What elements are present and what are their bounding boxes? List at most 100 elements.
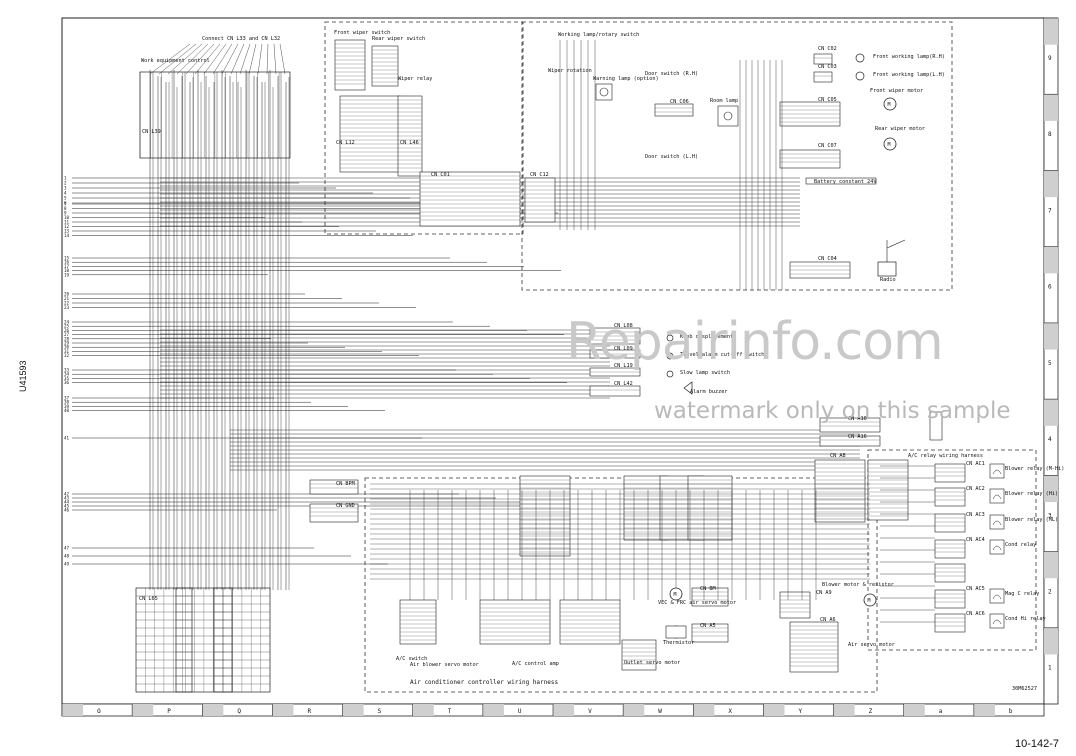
cab-top-dashed-box: [324, 21, 524, 235]
wire-number-label: 40: [64, 408, 70, 413]
bundle-fan-wire: [257, 43, 263, 75]
column-strip-hatch: [763, 704, 785, 716]
label-rear-wiper-motor: Rear wiper motor: [875, 126, 925, 132]
row-number-label: 8: [1048, 131, 1052, 138]
connector-block: [399, 599, 437, 645]
wire-number-label: 43: [64, 496, 70, 501]
row-strip-hatch: [1044, 170, 1058, 198]
connector-block: [934, 613, 966, 633]
wire-number-label: 14: [64, 233, 70, 238]
label-battery-constant: Battery constant 24V: [814, 179, 876, 185]
connector-block: [789, 621, 839, 673]
wire-number-label: 29: [64, 341, 70, 346]
motor-symbol: [883, 137, 897, 151]
connector-block: [309, 479, 359, 495]
bundle-fan-wire: [194, 43, 221, 75]
label-air-servo-motor: Air servo motor: [848, 642, 895, 648]
switch-symbol: [666, 334, 674, 342]
relay-coil: [992, 520, 1002, 526]
column-strip-hatch: [132, 704, 154, 716]
label-cn-a10: CN A10: [848, 416, 867, 422]
label-cn-c01: CN C01: [431, 172, 450, 178]
motor-symbol: [863, 593, 877, 607]
column-strip-hatch: [623, 704, 645, 716]
label-wiper-relay: Wiper relay: [398, 76, 432, 82]
connector-block: [479, 599, 551, 645]
label-front-wiper-motor: Front wiper motor: [870, 88, 923, 94]
wire-number-label: 45: [64, 504, 70, 509]
connector-block: [779, 591, 811, 619]
label-work-equipment-control: Work equipment control: [141, 58, 210, 64]
motor-symbol-letter: M: [888, 102, 891, 108]
wire-number-label: 18: [64, 268, 70, 273]
relay-symbol: [989, 539, 1005, 555]
bundle-fan-wire: [248, 43, 257, 75]
connector-block: [621, 639, 657, 671]
motor-symbol: [669, 587, 683, 601]
label-cn-ac2: CN AC2: [966, 486, 985, 492]
wire-number-label: 10: [64, 215, 70, 220]
label-knob-displacement: Knob displacement: [680, 334, 733, 340]
bundle-fan-wire: [212, 43, 233, 75]
connector-block: [691, 587, 729, 607]
column-strip-hatch: [202, 704, 224, 716]
column-letter-label: P: [167, 708, 171, 715]
row-number-label: 4: [1048, 436, 1052, 443]
row-strip-hatch: [1044, 627, 1058, 655]
label-cn-c06: CN C06: [670, 99, 689, 105]
warning-lamp-bulb: [599, 87, 609, 97]
label-cond-relay: Cond relay: [1005, 542, 1036, 548]
label-blower-motor-resistor: Blower motor & resistor: [822, 582, 894, 588]
row-number-label: 3: [1048, 512, 1052, 519]
motor-symbol-letter: M: [674, 592, 677, 598]
label-wiper-rotation: Wiper rotation: [548, 68, 592, 74]
column-strip-hatch: [973, 704, 995, 716]
label-front-working-l: Front working lamp(L.H): [873, 72, 945, 78]
buzzer-symbol: [683, 381, 693, 395]
label-ac-controller-harness: Air conditioner controller wiring harnes…: [410, 679, 558, 686]
wire-number-label: 36: [64, 380, 70, 385]
bundle-fan-wire: [185, 43, 215, 75]
wire-number-label: 30: [64, 345, 70, 350]
label-vec-frc: VEC & FRC air servo motor: [658, 600, 736, 606]
wire-number-label: 33: [64, 368, 70, 373]
bundle-fan-wire: [266, 43, 269, 75]
label-ac-control-amp: A/C control amp: [512, 661, 559, 667]
label-slow-lamp-switch: Slow lamp switch: [680, 370, 730, 376]
relay-symbol: [989, 488, 1005, 504]
row-number-label: 5: [1048, 360, 1052, 367]
label-cn-c04: CN C04: [818, 256, 837, 262]
wire-number-label: 39: [64, 404, 70, 409]
label-cn-l46: CN L46: [400, 140, 419, 146]
row-strip-hatch: [1044, 551, 1058, 579]
component-symbols: MMMMM: [595, 53, 1005, 639]
relay-symbol: [989, 463, 1005, 479]
label-cn-c03: CN C03: [818, 64, 837, 70]
wire-number-label: 34: [64, 372, 70, 377]
connector-block: [339, 95, 401, 173]
label-door-switch-rh: Door switch (R.H): [645, 71, 698, 77]
wire-number-label: 11: [64, 220, 70, 225]
label-cn-c12: CN C12: [530, 172, 549, 178]
wire-number-label: 12: [64, 224, 70, 229]
wire-number-label: 8: [64, 206, 67, 211]
label-cn-ac3: CN AC3: [966, 512, 985, 518]
label-cn-bpm: CN BPM: [336, 481, 355, 487]
column-letter-label: T: [448, 708, 452, 715]
column-letter-label: a: [939, 708, 943, 715]
bundle-fan-wire: [149, 43, 191, 75]
connector-block: [819, 435, 881, 447]
wire-number-label: 1: [64, 176, 67, 181]
document-side-code: U41593: [18, 360, 28, 392]
label-front-working-r: Front working lamp(R.H): [873, 54, 945, 60]
column-strip-hatch: [412, 704, 434, 716]
wire-number-label: 21: [64, 296, 70, 301]
room-lamp-symbol: [717, 105, 739, 127]
wire-number-label: 2: [64, 181, 67, 186]
label-cn-ac4: CN AC4: [966, 537, 985, 543]
label-alarm-buzzer: Alarm buzzer: [690, 389, 727, 395]
wire-number-label: 35: [64, 376, 70, 381]
label-travel-alarm-switch: Travel alarm cut-off switch: [680, 352, 764, 358]
